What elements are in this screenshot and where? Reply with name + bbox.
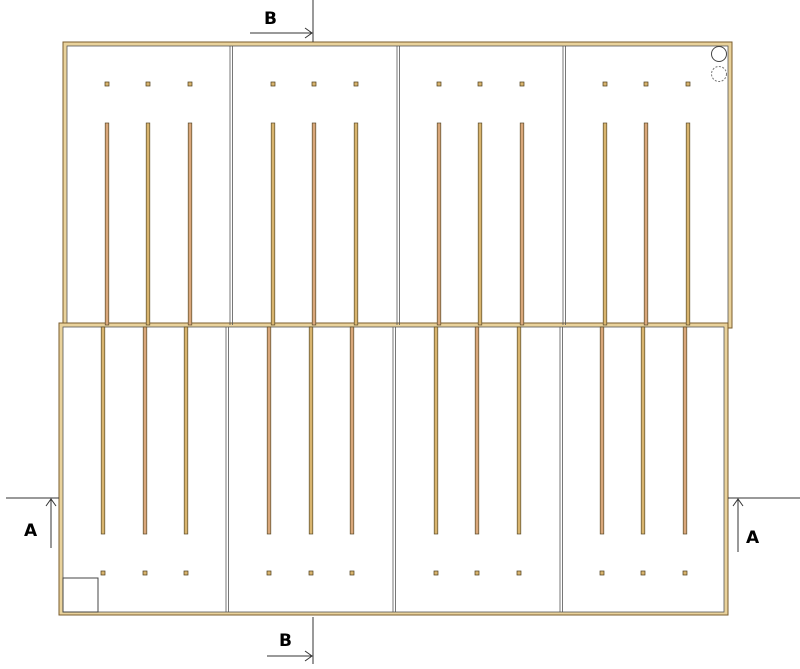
joist-lower [349, 326, 355, 535]
anchor-dot-lower [266, 570, 272, 576]
joist-lower [682, 326, 688, 535]
double-circle-icon [711, 46, 727, 82]
joist-upper [270, 122, 276, 326]
joist-upper [145, 122, 151, 326]
section-marker-a-right: A [728, 497, 800, 552]
anchor-dot-upper [519, 81, 525, 87]
anchor-dot-upper [643, 81, 649, 87]
anchor-dot-lower [142, 570, 148, 576]
anchor-dot-upper [270, 81, 276, 87]
anchor-dot-upper [353, 81, 359, 87]
joist-lower [433, 326, 439, 535]
section-label-b-bottom: B [279, 631, 292, 651]
anchor-dot-upper [104, 81, 110, 87]
section-label-a-right: A [746, 528, 760, 548]
anchor-dot-upper [436, 81, 442, 87]
anchor-dot-lower [183, 570, 189, 576]
anchor-dot-upper [602, 81, 608, 87]
section-label-b-top: B [264, 9, 277, 29]
joist-lower [474, 326, 480, 535]
joist-upper [311, 122, 317, 326]
joist-upper [602, 122, 608, 326]
anchor-dot-lower [516, 570, 522, 576]
upper-slab [62, 41, 733, 329]
anchor-dot-lower [308, 570, 314, 576]
joist-lower [308, 326, 314, 535]
joist-upper [477, 122, 483, 326]
section-marker-a-left: A [6, 497, 59, 548]
anchor-dot-lower [349, 570, 355, 576]
anchor-dot-upper [187, 81, 193, 87]
joist-upper [685, 122, 691, 326]
anchor-dot-upper [145, 81, 151, 87]
anchor-dot-upper [311, 81, 317, 87]
joists [100, 122, 691, 535]
joist-lower [599, 326, 605, 535]
lower-slab [58, 322, 729, 616]
anchor-dot-upper [685, 81, 691, 87]
upper-slab-inner [66, 45, 729, 326]
joist-upper [353, 122, 359, 326]
joist-upper [104, 122, 110, 326]
section-label-a-left: A [24, 521, 38, 541]
joist-upper [643, 122, 649, 326]
joist-lower [516, 326, 522, 535]
anchor-dot-lower [599, 570, 605, 576]
bay-dividers [225, 46, 566, 612]
anchor-dot-lower [640, 570, 646, 576]
joist-lower [640, 326, 646, 535]
square-icon [62, 577, 99, 613]
section-marker-b-bottom: B [267, 617, 314, 664]
joist-upper [519, 122, 525, 326]
joist-lower [142, 326, 148, 535]
joist-upper [436, 122, 442, 326]
joist-lower [266, 326, 272, 535]
anchor-dot-lower [433, 570, 439, 576]
joist-lower [100, 326, 106, 535]
joist-lower [183, 326, 189, 535]
anchor-dot-lower [100, 570, 106, 576]
anchor-dot-upper [477, 81, 483, 87]
anchor-dot-lower [682, 570, 688, 576]
section-marker-b-top: B [250, 0, 314, 42]
anchor-points [100, 81, 691, 576]
lower-slab-inner [62, 326, 725, 613]
anchor-dot-lower [474, 570, 480, 576]
joist-upper [187, 122, 193, 326]
